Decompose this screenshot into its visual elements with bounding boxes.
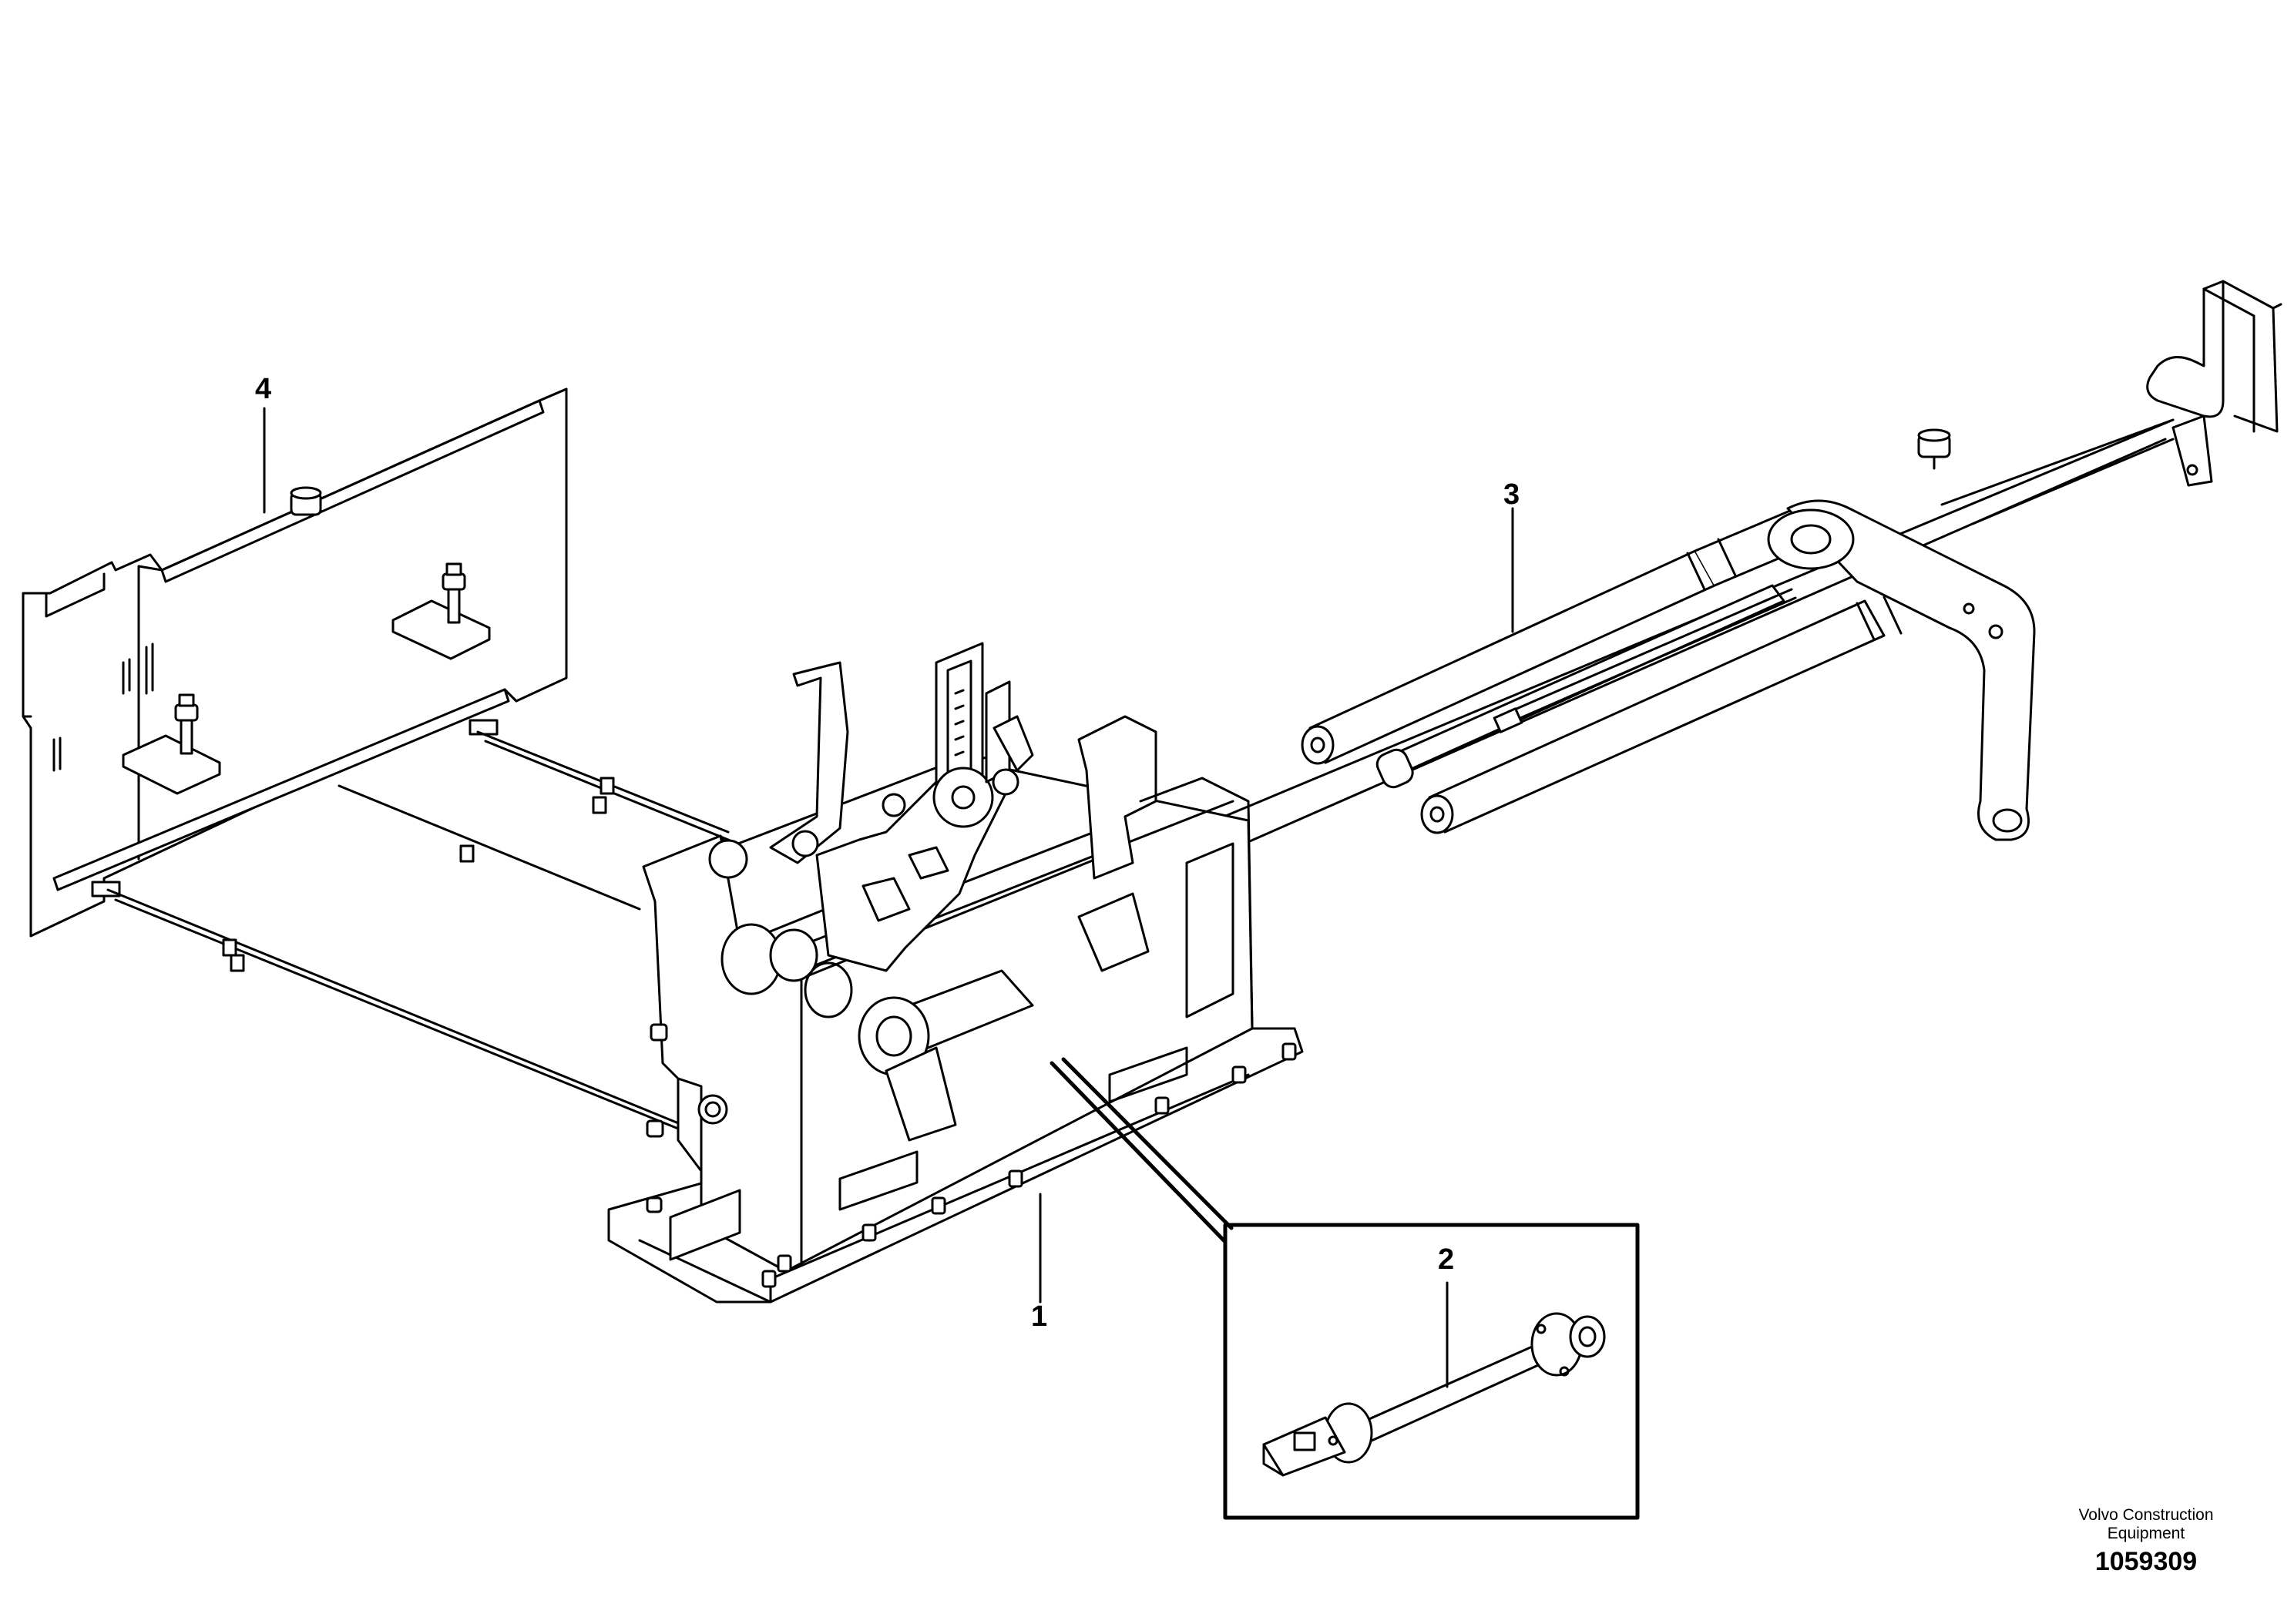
callout-3: 3 (1503, 478, 1520, 511)
inset-box-part-2 (1050, 1057, 1640, 1520)
callout-leaders (263, 407, 1514, 1388)
callout-4: 4 (255, 373, 272, 405)
linkage-rods (106, 730, 734, 1134)
callout-1: 1 (1031, 1300, 1048, 1333)
rear-panel-part-4 (22, 388, 568, 938)
figure-number: 1059309 (2094, 1547, 2198, 1576)
carriage-assembly-part-1 (607, 642, 1304, 1304)
boom-shaft-part-3 (808, 280, 2282, 1026)
brand-line-1: Volvo Construction (2078, 1506, 2214, 1524)
brand-line-2: Equipment (2107, 1525, 2185, 1543)
callout-2: 2 (1438, 1243, 1455, 1276)
brand-label: Volvo Construction Equipment (2050, 1506, 2242, 1543)
